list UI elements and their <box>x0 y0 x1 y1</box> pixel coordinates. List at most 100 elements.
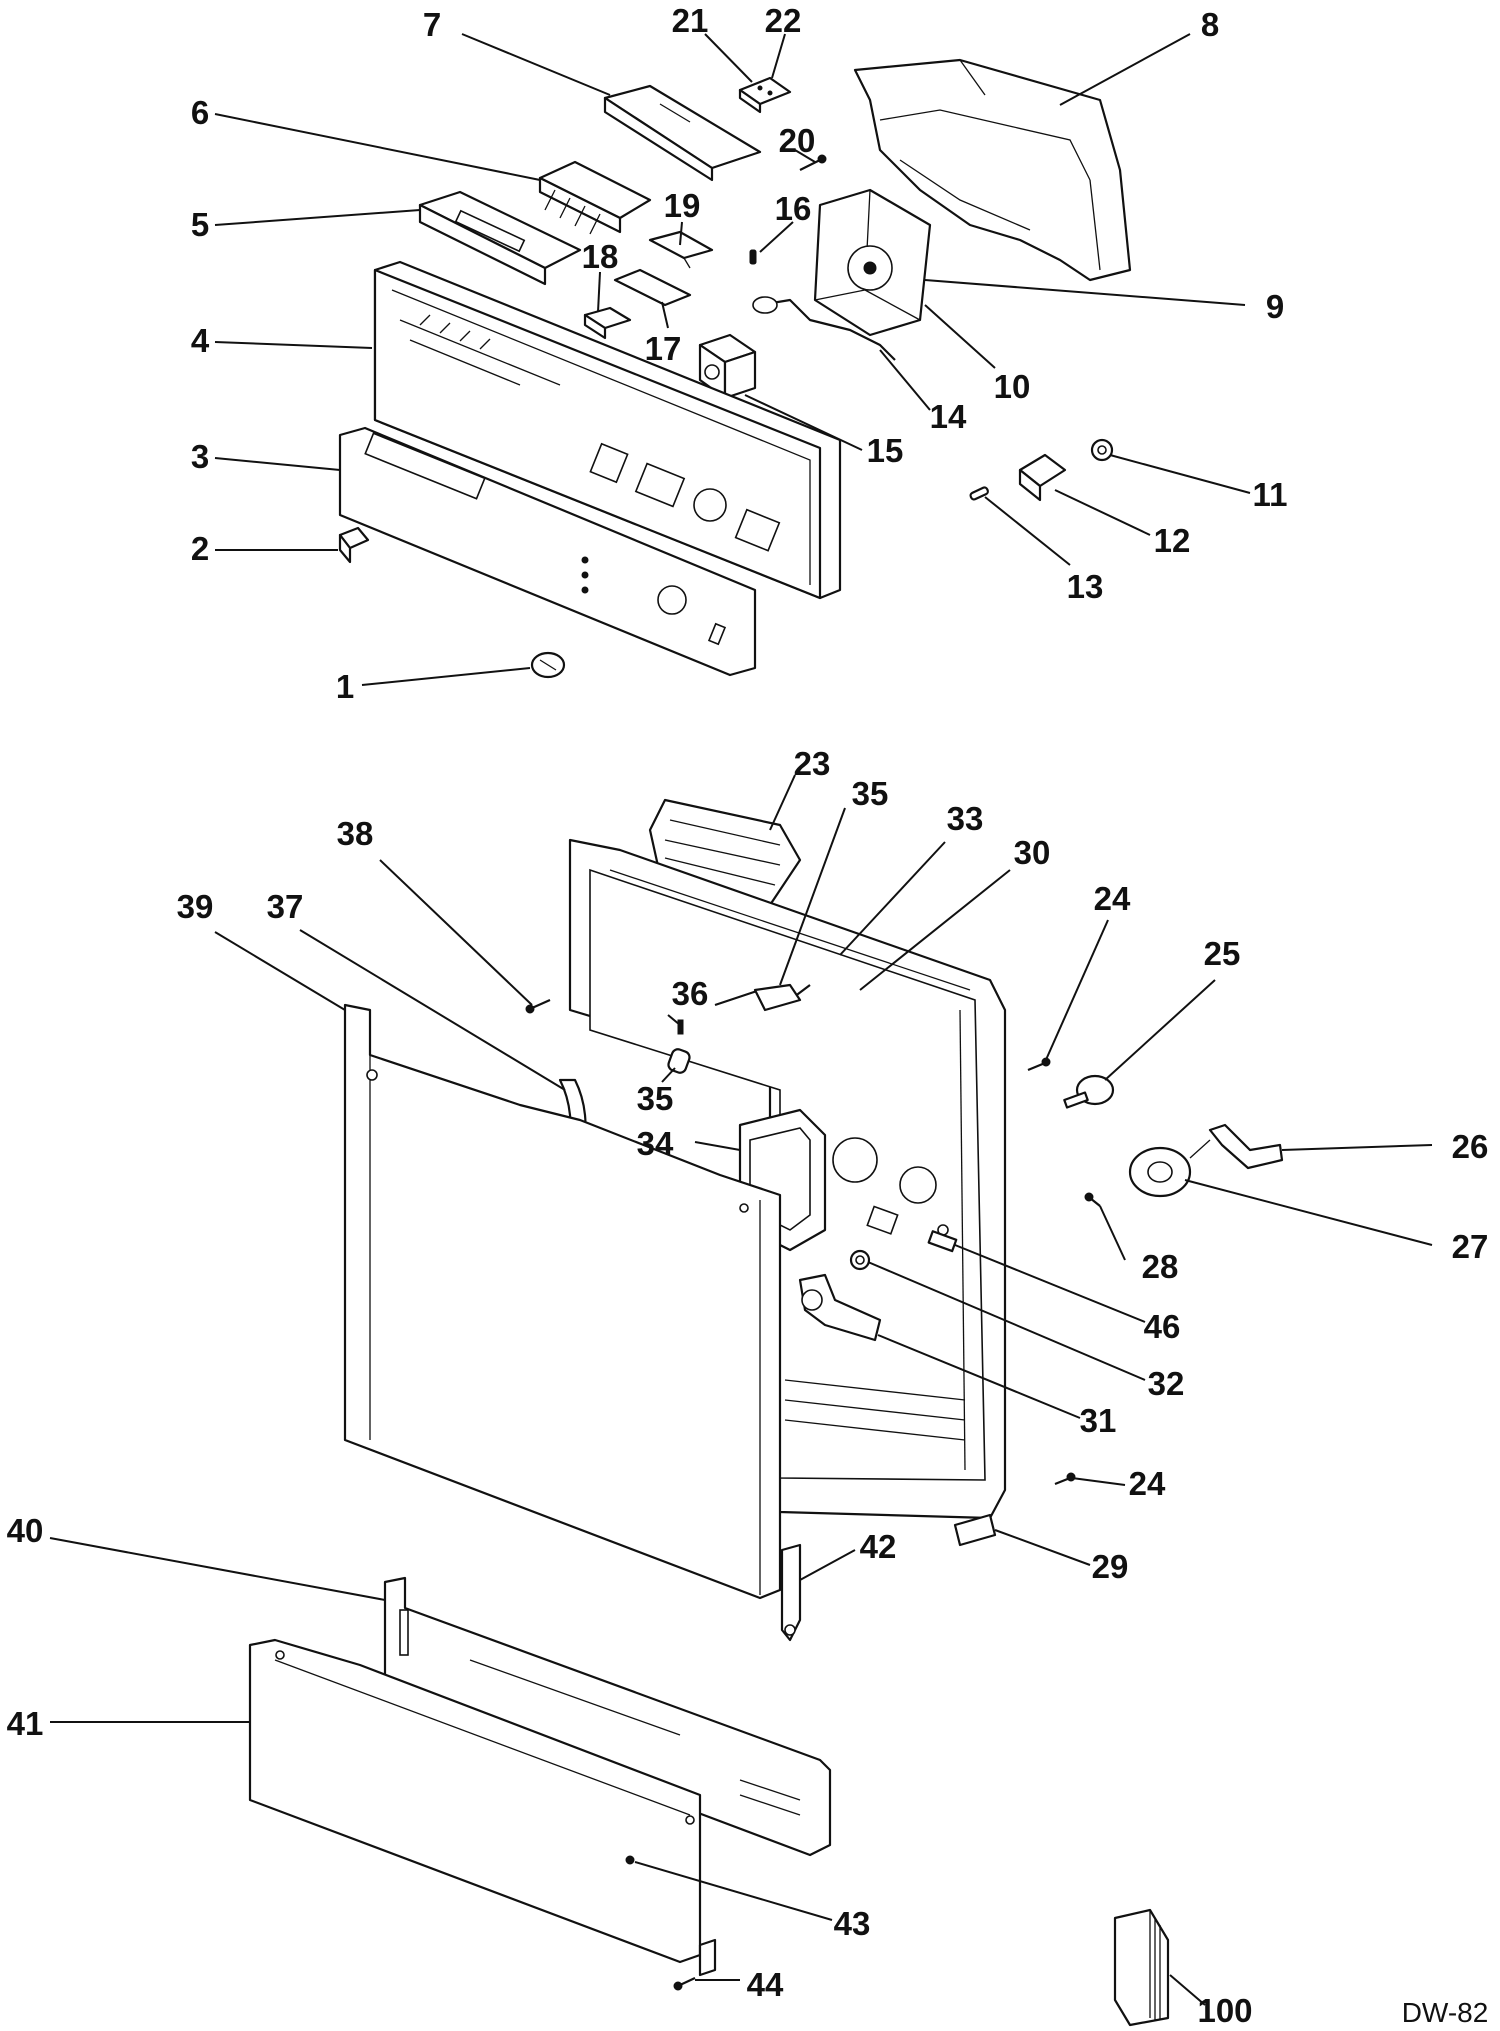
part-20-screw <box>799 154 827 171</box>
leader-40 <box>214 931 346 1011</box>
callout-6: 6 <box>191 94 209 131</box>
leader-4 <box>214 341 373 349</box>
callout-31: 31 <box>1080 1402 1117 1439</box>
part-14-cam-lever <box>752 296 896 361</box>
callout-5: 5 <box>191 206 209 243</box>
callout-39: 38 <box>337 815 374 852</box>
leader-6 <box>214 113 541 181</box>
leader-24a <box>1044 919 1109 1063</box>
callout-100: 100 <box>1197 1992 1252 2029</box>
callout-24a: 24 <box>1094 880 1131 917</box>
leader-23 <box>769 774 796 831</box>
part-43-hinge <box>780 1543 802 1642</box>
callout-28: 28 <box>1142 1248 1179 1285</box>
callout-29: 29 <box>1092 1548 1129 1585</box>
callout-26: 26 <box>1452 1128 1489 1165</box>
leader-16 <box>759 221 794 253</box>
leader-31 <box>877 1334 1081 1419</box>
callout-22: 22 <box>765 2 802 39</box>
part-37-pin <box>677 1019 684 1035</box>
callout-36: 35 <box>637 1080 674 1117</box>
part-6-button-bar <box>538 160 652 235</box>
part-31-lever <box>798 1273 882 1342</box>
part-12-latch-switch <box>1018 453 1067 502</box>
leader-36 <box>661 1067 676 1083</box>
callout-30: 30 <box>1014 834 1051 871</box>
part-18-switch <box>583 306 632 340</box>
leader-34 <box>694 1141 741 1151</box>
leader-100 <box>1169 1974 1206 2006</box>
callout-32: 32 <box>1148 1365 1185 1402</box>
leader-22 <box>771 33 786 79</box>
part-9-timer <box>813 188 932 337</box>
callout-8: 8 <box>1201 6 1219 43</box>
callout-10: 10 <box>994 368 1031 405</box>
leader-29 <box>994 1529 1091 1566</box>
callout-20: 20 <box>779 122 816 159</box>
leader-35 <box>779 807 846 986</box>
part-1-knob <box>530 651 566 679</box>
part-7-cover-strip <box>603 84 762 182</box>
callout-7: 7 <box>423 6 441 43</box>
leader-11 <box>1109 454 1251 494</box>
leader-21 <box>704 33 753 83</box>
callout-12: 12 <box>1154 522 1191 559</box>
callout-23: 23 <box>794 745 831 782</box>
callout-45: 44 <box>747 1966 784 2003</box>
callout-34: 34 <box>637 1125 674 1162</box>
part-2-button <box>338 526 370 564</box>
leader-12 <box>1054 489 1151 536</box>
leader-20 <box>794 149 816 163</box>
leader-39 <box>379 859 533 1006</box>
callout-35: 35 <box>852 775 889 812</box>
dispenser-cup <box>832 1137 949 1236</box>
callout-1: 1 <box>336 668 354 705</box>
part-16-pin <box>749 249 757 265</box>
part-39-screw <box>525 998 551 1014</box>
leader-14 <box>879 349 931 411</box>
leader-5 <box>214 209 421 226</box>
leader-46 <box>954 1244 1146 1323</box>
part-5-switch-housing <box>418 190 582 286</box>
callout-43: 42 <box>860 1528 897 1565</box>
leader-26 <box>1281 1144 1433 1151</box>
part-26-handle-shaft <box>1189 1123 1284 1170</box>
leader-38 <box>299 929 566 1091</box>
callout-19: 19 <box>664 187 701 224</box>
part-28-screw <box>1084 1192 1101 1207</box>
leader-25 <box>1104 979 1216 1081</box>
callout-21: 21 <box>672 2 709 39</box>
leader-27 <box>1184 1179 1433 1246</box>
callout-16: 16 <box>775 190 812 227</box>
callout-38: 37 <box>267 888 304 925</box>
callout-18: 18 <box>582 238 619 275</box>
part-32-spring <box>849 1249 871 1271</box>
part-27-wheel <box>1128 1146 1192 1198</box>
leader-18 <box>597 271 601 313</box>
callout-24b: 24 <box>1129 1465 1166 1502</box>
leader-37 <box>667 1014 681 1026</box>
leader-10 <box>924 304 996 369</box>
part-36-plug <box>667 1048 691 1074</box>
part-35-actuator <box>714 983 811 1012</box>
leader-33 <box>839 841 946 956</box>
leader-13 <box>984 496 1071 566</box>
callout-3: 3 <box>191 438 209 475</box>
leader-17 <box>661 301 669 329</box>
callout-14: 14 <box>930 398 967 435</box>
part-45-screw <box>673 1977 696 1991</box>
leader-15 <box>744 394 863 451</box>
leader-44 <box>634 1861 833 1921</box>
part-13-pin <box>969 486 989 501</box>
part-15-selector-switch <box>698 333 757 400</box>
leader-9 <box>924 279 1246 306</box>
callout-46: 46 <box>1144 1308 1181 1345</box>
leader-1 <box>361 667 531 686</box>
part-42-toe-panel-front <box>248 1638 717 1977</box>
callout-15: 15 <box>867 432 904 469</box>
leader-lines <box>49 33 1433 2006</box>
callout-13: 13 <box>1067 568 1104 605</box>
drawing-code: DW-82 <box>1402 1997 1489 2028</box>
callout-27: 27 <box>1452 1228 1489 1265</box>
leader-43 <box>799 1549 856 1581</box>
